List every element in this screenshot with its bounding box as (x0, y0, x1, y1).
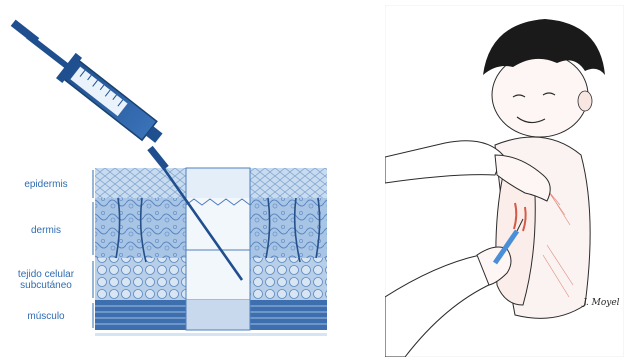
label-dermis: dermis (0, 225, 92, 236)
injection-diagram: epidermis dermis tejido celular subcután… (0, 0, 345, 362)
label-subcutaneous: tejido celular subcutáneo (4, 269, 88, 291)
label-muscle: músculo (0, 311, 92, 322)
label-epidermis: epidermis (0, 179, 92, 190)
injection-illustration: J. Moyel (385, 5, 624, 357)
artist-signature: J. Moyel (581, 298, 620, 308)
drawing: J. Moyel (385, 5, 624, 357)
skin-block (95, 168, 327, 336)
